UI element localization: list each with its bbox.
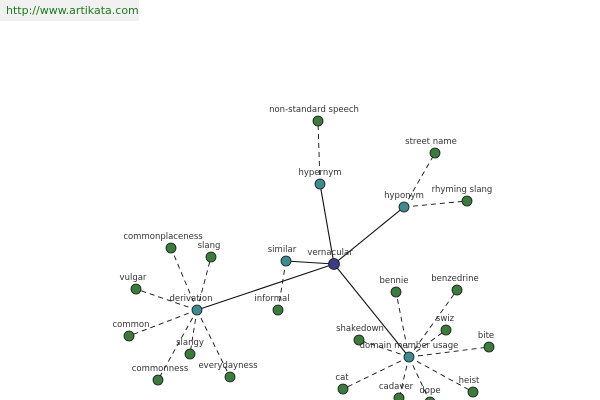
- site-url-link[interactable]: http://www.artikata.com: [6, 4, 139, 17]
- label-shakedown[interactable]: shakedown: [336, 324, 384, 334]
- node-cat[interactable]: [337, 383, 349, 395]
- label-informal[interactable]: informal: [254, 294, 289, 304]
- label-slangy[interactable]: slangy: [176, 338, 204, 348]
- node-benzedrine[interactable]: [451, 284, 463, 296]
- node-hyponym[interactable]: [398, 201, 410, 213]
- edge-derivation-vulgar: [135, 288, 198, 311]
- node-street-name[interactable]: [429, 147, 441, 159]
- label-cadaver[interactable]: cadaver: [379, 382, 414, 392]
- node-cadaver[interactable]: [393, 392, 405, 400]
- node-common[interactable]: [123, 330, 135, 342]
- graph-edges: [128, 120, 490, 400]
- label-commonplaceness[interactable]: commonplaceness: [123, 232, 203, 242]
- node-domain-member-usage[interactable]: [403, 351, 415, 363]
- node-slangy[interactable]: [184, 348, 196, 360]
- label-bennie[interactable]: bennie: [380, 276, 409, 286]
- edge-hypernym-non-standard-speech: [317, 120, 321, 185]
- node-commonplaceness[interactable]: [165, 242, 177, 254]
- edge-derivation-commonplaceness: [170, 247, 198, 311]
- label-cat[interactable]: cat: [335, 373, 349, 383]
- label-derivation[interactable]: derivation: [169, 294, 212, 304]
- label-hyponym[interactable]: hyponym: [384, 191, 424, 201]
- edge-derivation-common: [128, 309, 198, 337]
- edge-domain-member-usage-benzedrine: [408, 289, 458, 358]
- edge-derivation-slangy: [189, 309, 198, 355]
- node-commonness[interactable]: [152, 374, 164, 386]
- edge-vernacular-domain-member-usage: [333, 263, 410, 358]
- label-non-standard-speech[interactable]: non-standard speech: [269, 105, 359, 115]
- edge-domain-member-usage-cadaver: [398, 356, 410, 399]
- label-slang[interactable]: slang: [198, 241, 221, 251]
- node-similar[interactable]: [280, 255, 292, 267]
- graph-nodes: [123, 115, 495, 400]
- edge-vernacular-similar: [285, 260, 335, 265]
- edge-domain-member-usage-cat: [342, 356, 410, 390]
- label-rhyming-slang[interactable]: rhyming slang: [432, 185, 493, 195]
- node-hypernym[interactable]: [314, 178, 326, 190]
- edge-domain-member-usage-bite: [408, 346, 490, 358]
- label-hypernym[interactable]: hypernym: [298, 168, 341, 178]
- edge-domain-member-usage-swiz: [408, 329, 447, 358]
- edge-domain-member-usage-bennie: [395, 291, 410, 358]
- label-common[interactable]: common: [112, 320, 149, 330]
- label-street-name[interactable]: street name: [405, 137, 457, 147]
- label-vulgar[interactable]: vulgar: [120, 273, 147, 283]
- node-rhyming-slang[interactable]: [461, 195, 473, 207]
- edge-derivation-everydayness: [196, 309, 231, 378]
- edge-vernacular-hypernym: [319, 183, 335, 265]
- label-heist[interactable]: heist: [459, 376, 480, 386]
- node-informal[interactable]: [272, 304, 284, 316]
- node-shakedown[interactable]: [353, 334, 365, 346]
- node-vernacular[interactable]: [328, 258, 340, 270]
- node-everydayness[interactable]: [224, 371, 236, 383]
- node-derivation[interactable]: [191, 304, 203, 316]
- label-swiz[interactable]: swiz: [436, 314, 455, 324]
- label-everydayness[interactable]: everydayness: [198, 361, 258, 371]
- url-bar: http://www.artikata.com: [0, 0, 139, 21]
- label-similar[interactable]: similar: [268, 245, 297, 255]
- label-bite[interactable]: bite: [478, 331, 494, 341]
- label-vernacular[interactable]: vernacular: [307, 248, 353, 258]
- node-slang[interactable]: [205, 251, 217, 263]
- node-bite[interactable]: [483, 341, 495, 353]
- graph-labels: hypernym non-standard speech hyponym street…: [112, 105, 494, 396]
- edge-derivation-slang: [196, 256, 212, 311]
- label-dope[interactable]: dope: [419, 386, 440, 396]
- label-benzedrine[interactable]: benzedrine: [431, 274, 479, 284]
- node-non-standard-speech[interactable]: [312, 115, 324, 127]
- edge-derivation-commonness: [157, 309, 198, 381]
- edge-vernacular-hyponym: [333, 206, 405, 265]
- node-heist[interactable]: [467, 386, 479, 398]
- label-commonness[interactable]: commonness: [132, 364, 189, 374]
- node-dope[interactable]: [424, 396, 436, 400]
- node-swiz[interactable]: [440, 324, 452, 336]
- edge-domain-member-usage-heist: [408, 356, 474, 393]
- label-domain-member-usage[interactable]: domain member usage: [360, 341, 459, 351]
- edge-vernacular-derivation: [196, 263, 335, 311]
- edge-hyponym-rhyming-slang: [403, 200, 468, 208]
- edge-hyponym-street-name: [403, 152, 436, 208]
- node-vulgar[interactable]: [130, 283, 142, 295]
- node-bennie[interactable]: [390, 286, 402, 298]
